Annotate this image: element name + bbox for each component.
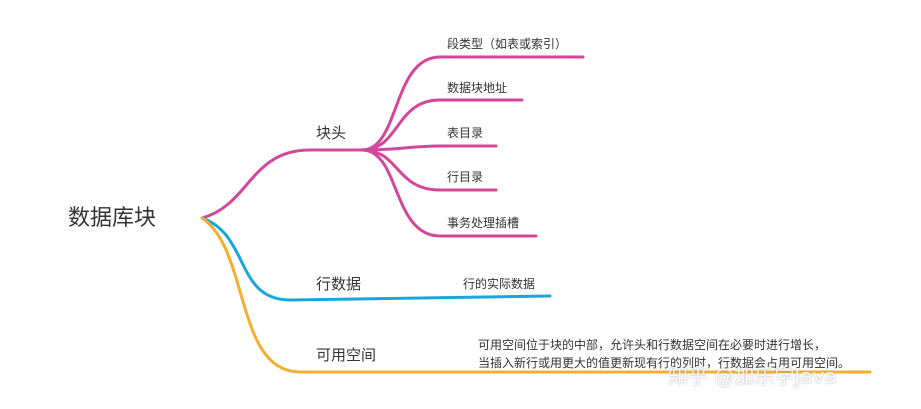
root-node-database-block: 数据库块 xyxy=(68,206,157,231)
leaf-row-directory: 行目录 xyxy=(447,170,484,184)
connector-root-free-space xyxy=(200,216,872,374)
free-space-description-line-2: 当插入新行或用更大的值更新现有行的列时，行数据会占用可用空间。 xyxy=(478,356,851,370)
free-space-description-line-1: 可用空间位于块的中部，允许头和行数据空间在必要时进行增长， xyxy=(478,338,827,352)
leaf-transaction-slots: 事务处理插槽 xyxy=(447,216,520,230)
connector-root-row-data xyxy=(200,216,552,302)
connector-header-leaf-2 xyxy=(360,98,524,152)
connector-root-block-header xyxy=(200,148,364,220)
connector-header-leaf-4 xyxy=(360,148,498,192)
leaf-actual-row-data: 行的实际数据 xyxy=(463,277,536,291)
leaf-table-directory: 表目录 xyxy=(447,126,484,140)
branch-free-space: 可用空间 xyxy=(316,346,377,364)
connector-header-leaf-3 xyxy=(360,144,498,152)
leaf-segment-type: 段类型（如表或索引） xyxy=(447,37,568,51)
connector-header-leaf-1 xyxy=(360,55,585,152)
branch-row-data: 行数据 xyxy=(316,275,362,293)
branch-block-header: 块头 xyxy=(316,124,347,142)
watermark: 知乎 @加乐学Java xyxy=(668,364,837,388)
leaf-data-block-address: 数据块地址 xyxy=(447,81,508,95)
free-space-description: 可用空间位于块的中部，允许头和行数据空间在必要时进行增长， 当插入新行或用更大的… xyxy=(478,336,850,372)
connector-header-leaf-5 xyxy=(360,148,538,238)
